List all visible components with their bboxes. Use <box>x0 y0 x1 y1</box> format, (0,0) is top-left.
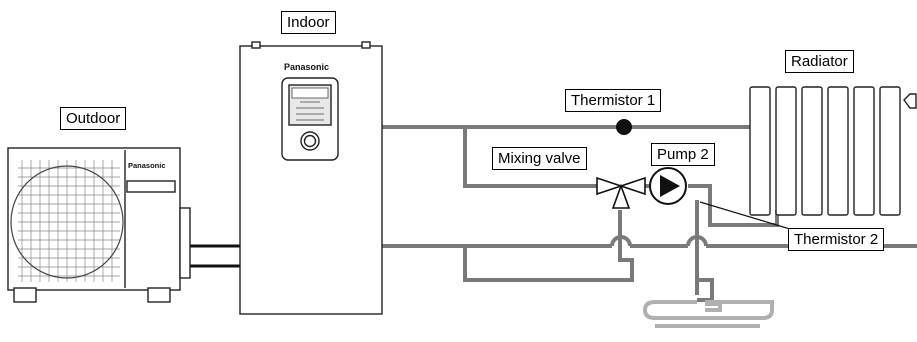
radiator <box>749 86 917 216</box>
pump-2 <box>649 167 687 205</box>
indoor-brand-label: Panasonic <box>284 62 330 72</box>
refrigerant-lines <box>190 244 240 268</box>
underfloor-loop <box>642 300 774 328</box>
radiator-label: Radiator <box>785 50 854 73</box>
pipes <box>382 125 917 302</box>
mixing-valve-label: Mixing valve <box>492 147 587 170</box>
indoor-unit <box>239 41 383 315</box>
mixing-valve <box>596 176 646 209</box>
thermistor-1-label: Thermistor 1 <box>565 89 662 112</box>
outdoor-brand-label: Panasonic <box>128 161 166 170</box>
outdoor-label: Outdoor <box>60 107 127 130</box>
thermistor-2-leader <box>699 201 801 233</box>
pump-2-label: Pump 2 <box>651 143 715 166</box>
outdoor-fan-grille <box>10 160 124 282</box>
outdoor-unit <box>7 147 191 303</box>
thermistor-2-label: Thermistor 2 <box>788 228 885 251</box>
thermistor-1-sensor <box>616 119 632 135</box>
indoor-label: Indoor <box>281 11 336 34</box>
control-panel-keys <box>291 87 329 121</box>
